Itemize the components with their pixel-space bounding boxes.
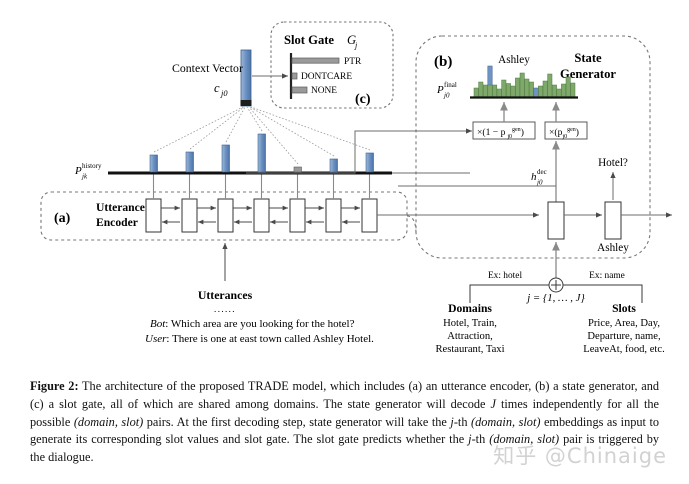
state-generator-title-1: State bbox=[574, 51, 602, 65]
decoder-cell-1 bbox=[547, 201, 565, 240]
slot-gate-bar-dontcare bbox=[291, 72, 298, 80]
final-distribution-chart: Ashley P j0 final bbox=[436, 54, 578, 100]
decoder-output-hotel: Hotel? bbox=[598, 157, 628, 169]
slots-title: Slots bbox=[612, 302, 636, 315]
decoder-cell-2 bbox=[604, 201, 622, 240]
context-vector-label: Context Vector bbox=[172, 61, 243, 75]
svg-text:h: h bbox=[531, 171, 537, 183]
slots-line-3: LeaveAt, food, etc. bbox=[583, 344, 664, 355]
ctx-to-mult-path bbox=[246, 128, 472, 174]
utterances-dots: ...... bbox=[214, 304, 236, 314]
slot-gate-label-ptr: PTR bbox=[344, 57, 362, 67]
svg-text:final: final bbox=[444, 81, 457, 89]
utterance-encoder-panel: (a) Utterance Encoder bbox=[40, 191, 408, 241]
utterance-line-2: User: There is one at east town called A… bbox=[145, 333, 374, 345]
encoder-to-attention-stems bbox=[152, 173, 371, 199]
svg-text:P: P bbox=[74, 165, 82, 177]
slot-gate-panel: Slot Gate G j PTR DONTCARE NONE (c) bbox=[270, 21, 394, 109]
figure-diagram: Slot Gate G j PTR DONTCARE NONE (c) (b) … bbox=[40, 21, 672, 355]
attention-rays bbox=[153, 106, 371, 165]
ex-right-label: Ex: name bbox=[589, 271, 625, 281]
decoder-hidden-label: h j0 dec bbox=[531, 168, 547, 187]
embedding-sum-node bbox=[548, 277, 564, 293]
svg-text:j0: j0 bbox=[536, 179, 543, 187]
svg-text:dec: dec bbox=[537, 168, 547, 176]
context-vector-symbol: c bbox=[214, 81, 220, 95]
panel-c-tag: (c) bbox=[355, 92, 371, 107]
caption-body: The architecture of the proposed TRADE m… bbox=[30, 379, 660, 465]
domains-line-1: Hotel, Train, bbox=[443, 318, 497, 329]
state-generator-title-2: Generator bbox=[560, 67, 616, 81]
figure-caption: Figure 2: The architecture of the propos… bbox=[0, 370, 689, 484]
history-attention-bars bbox=[149, 133, 374, 173]
svg-text:j0: j0 bbox=[443, 92, 450, 100]
final-dist-label: P j0 final bbox=[436, 81, 457, 100]
mult-box-left: ×(1 − p j0gen) bbox=[472, 121, 536, 140]
svg-text:P: P bbox=[436, 84, 444, 96]
utterance-encoder-title-2: Encoder bbox=[96, 216, 138, 229]
caption-label: Figure 2: bbox=[30, 379, 79, 393]
watermark: 知乎 @Chinaige bbox=[493, 444, 667, 468]
slot-gate-label-dontcare: DONTCARE bbox=[301, 72, 352, 82]
index-label: j = {1, … , J} bbox=[525, 292, 585, 304]
final-dist-word: Ashley bbox=[498, 54, 530, 66]
mult-left-text: ×(1 − p j0gen) bbox=[477, 127, 524, 140]
encoder-cells bbox=[145, 198, 378, 233]
panel-connector-curve bbox=[406, 215, 417, 235]
state-generator-panel: (b) State Generator bbox=[415, 35, 651, 259]
panel-a-tag: (a) bbox=[54, 211, 71, 226]
decoder-output-ashley: Ashley bbox=[597, 242, 629, 254]
panel-b-tag: (b) bbox=[434, 54, 452, 70]
utterances-title: Utterances bbox=[198, 288, 253, 302]
slots-bracket bbox=[563, 284, 643, 303]
utterance-encoder-title-1: Utterance bbox=[96, 201, 145, 214]
slot-gate-symbol: G bbox=[347, 33, 356, 47]
context-vector-symbol-sub: j0 bbox=[220, 89, 228, 98]
decoder-cells bbox=[547, 201, 672, 240]
slots-line-1: Price, Area, Day, bbox=[588, 318, 660, 329]
caption-text: Figure 2: The architecture of the propos… bbox=[0, 370, 689, 467]
svg-text:history: history bbox=[82, 162, 102, 170]
domains-title: Domains bbox=[448, 302, 492, 315]
utterance-line-1: Bot: Which area are you looking for the … bbox=[150, 318, 355, 330]
domains-line-3: Restaurant, Taxi bbox=[435, 344, 504, 355]
svg-text:jk: jk bbox=[81, 173, 88, 181]
slots-line-2: Departure, name, bbox=[587, 331, 660, 342]
slot-gate-title: Slot Gate bbox=[284, 33, 334, 47]
history-dist-label: P jk history bbox=[74, 162, 102, 181]
context-vector: Context Vector c j0 bbox=[172, 49, 252, 107]
slot-gate-bar-ptr bbox=[291, 57, 340, 64]
mult-box-right: ×(pj0gen) bbox=[544, 121, 588, 140]
slot-gate-label-none: NONE bbox=[311, 86, 337, 96]
domains-line-2: Attraction, bbox=[447, 331, 493, 342]
slot-gate-bar-none bbox=[291, 86, 308, 94]
slot-gate-symbol-sub: j bbox=[354, 41, 358, 50]
trade-architecture-svg: Slot Gate G j PTR DONTCARE NONE (c) (b) … bbox=[40, 21, 672, 355]
domains-bracket bbox=[469, 284, 549, 303]
mult-right-text: ×(pj0gen) bbox=[549, 127, 579, 140]
ex-left-label: Ex: hotel bbox=[488, 271, 523, 281]
